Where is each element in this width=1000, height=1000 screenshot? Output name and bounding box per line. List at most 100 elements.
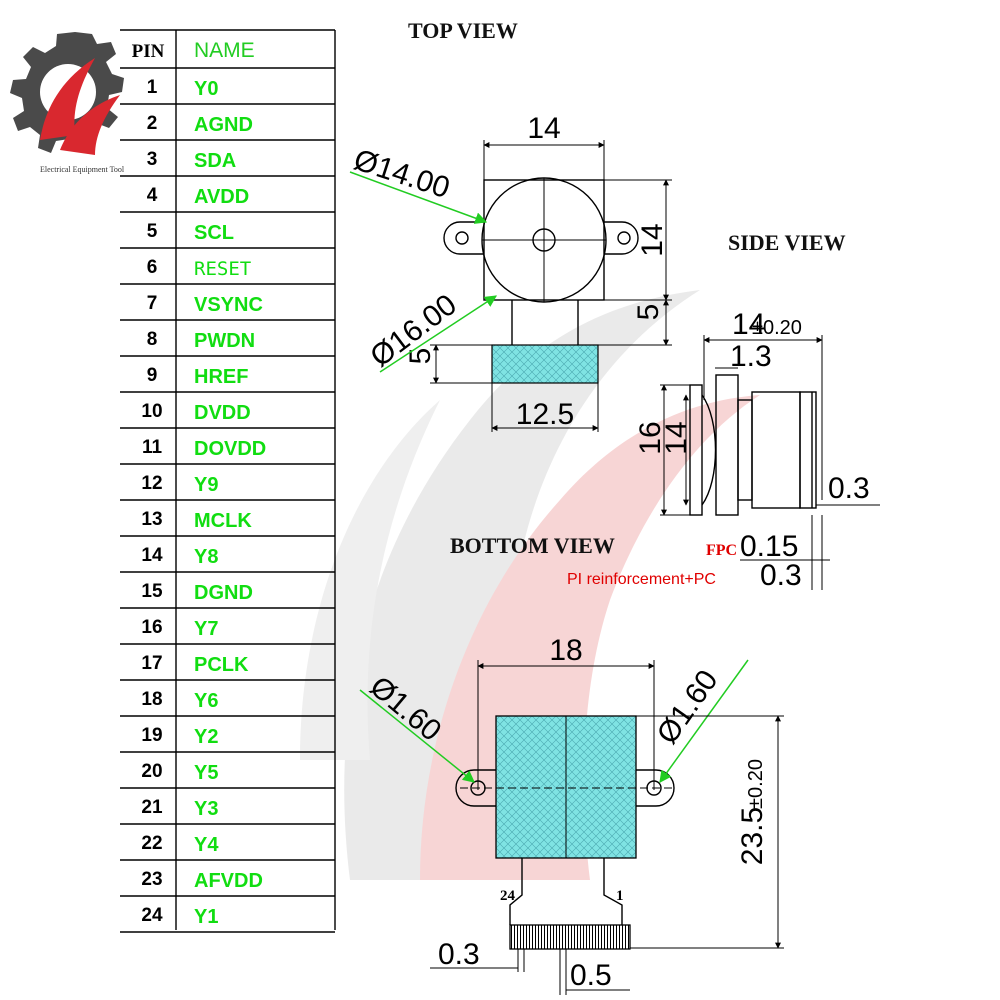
side-reinforcement-dim: 0.3 bbox=[760, 559, 802, 592]
name-column-header: NAME bbox=[194, 39, 255, 62]
pin-number: 5 bbox=[147, 221, 158, 242]
pin-number: 8 bbox=[147, 329, 158, 350]
pin-name: MCLK bbox=[194, 510, 252, 532]
pin-number: 3 bbox=[147, 149, 158, 170]
pin-name: HREF bbox=[194, 366, 248, 388]
side-outer-height-dim: 16 bbox=[634, 421, 667, 454]
top-connector bbox=[491, 344, 599, 384]
side-lens-dim: 1.3 bbox=[730, 340, 772, 373]
side-back-dim: 0.3 bbox=[828, 472, 870, 505]
side-length-dim: 14 bbox=[732, 308, 765, 341]
table-row: 11 DOVDD bbox=[142, 437, 266, 460]
pin-number: 14 bbox=[141, 545, 163, 566]
bottom-length-dim: 23.5 bbox=[736, 807, 769, 865]
pin-name: Y8 bbox=[194, 546, 218, 568]
pin-number: 1 bbox=[147, 77, 158, 98]
pin-name: PCLK bbox=[194, 654, 249, 676]
bottom-pitch-thickness: 0.3 bbox=[438, 938, 480, 971]
top-lens-diameter: Ø14.00 bbox=[350, 143, 454, 205]
pin-number: 24 bbox=[141, 905, 163, 926]
top-height-dim: 14 bbox=[636, 223, 669, 256]
logo-caption: Electrical Equipment Tool bbox=[40, 165, 125, 174]
top-width-dim: 14 bbox=[527, 112, 560, 145]
bottom-view-title: BOTTOM VIEW bbox=[450, 533, 615, 558]
table-row: 24 Y1 bbox=[141, 905, 218, 928]
table-row: 14 Y8 bbox=[141, 545, 218, 568]
pin-number: 16 bbox=[141, 617, 162, 638]
pin-name: Y2 bbox=[194, 726, 218, 748]
pin-name: Y6 bbox=[194, 690, 218, 712]
side-view: SIDE VIEW 14 ±0.20 1.3 16 14 0.3 FPC 0.1… bbox=[567, 230, 880, 592]
pin-name: Y1 bbox=[194, 906, 218, 928]
side-length-tol: ±0.20 bbox=[752, 317, 802, 339]
pin-name: AVDD bbox=[194, 186, 249, 208]
top-view: TOP VIEW 14 Ø14.00 14 5 bbox=[349, 18, 672, 432]
pin-number: 22 bbox=[141, 833, 162, 854]
logo: Electrical Equipment Tool bbox=[10, 32, 125, 174]
bottom-pitch-dim: 0.5 bbox=[570, 959, 612, 992]
table-row: 19 Y2 bbox=[141, 725, 218, 748]
pin-number: 11 bbox=[142, 437, 163, 458]
pin-name: Y7 bbox=[194, 618, 218, 640]
top-connector-height-dim: 5 bbox=[404, 348, 437, 365]
pin-name: VSYNC bbox=[194, 294, 263, 316]
table-row: 2 AGND bbox=[147, 113, 253, 136]
table-row: 16 Y7 bbox=[141, 617, 218, 640]
table-row: 7 VSYNC bbox=[147, 293, 263, 316]
pin-name: AFVDD bbox=[194, 870, 263, 892]
top-connector-width-dim: 12.5 bbox=[516, 398, 574, 431]
table-row: 17 PCLK bbox=[141, 653, 249, 676]
table-row: 1 Y0 bbox=[147, 77, 219, 100]
side-fpc-dim: 0.15 bbox=[740, 530, 798, 563]
table-row: 20 Y5 bbox=[141, 761, 218, 784]
pin-number: 21 bbox=[141, 797, 163, 818]
table-row: 4 AVDD bbox=[147, 185, 249, 208]
table-row: 18 Y6 bbox=[141, 689, 218, 712]
pin-number: 2 bbox=[147, 113, 158, 134]
side-inner-height-dim: 14 bbox=[660, 421, 693, 454]
table-row: 8 PWDN bbox=[147, 329, 255, 352]
table-row: 13 MCLK bbox=[141, 509, 252, 532]
pin-number: 17 bbox=[141, 653, 162, 674]
pin-number: 23 bbox=[141, 869, 162, 890]
table-row: 10 DVDD bbox=[141, 401, 250, 424]
pin-name: Y9 bbox=[194, 474, 218, 496]
bottom-fpc-contacts bbox=[509, 924, 631, 950]
side-view-title: SIDE VIEW bbox=[728, 230, 846, 255]
table-row: 5 SCL bbox=[147, 221, 234, 244]
pin-number: 18 bbox=[141, 689, 162, 710]
bottom-length-tol: ±0.20 bbox=[745, 759, 767, 809]
pin-name: PWDN bbox=[194, 330, 255, 352]
side-fpc-label: FPC bbox=[706, 542, 737, 559]
pin-number: 7 bbox=[147, 293, 158, 314]
pin-name: Y0 bbox=[194, 78, 218, 100]
pin-number: 4 bbox=[147, 185, 158, 206]
bottom-pin-last: 1 bbox=[616, 888, 624, 904]
pin-name: AGND bbox=[194, 114, 253, 136]
pin-number: 15 bbox=[141, 581, 163, 602]
pin-name: DVDD bbox=[194, 402, 251, 424]
pin-number: 20 bbox=[141, 761, 162, 782]
top-view-title: TOP VIEW bbox=[408, 18, 518, 43]
top-neck-dim: 5 bbox=[632, 304, 665, 321]
pin-number: 10 bbox=[141, 401, 162, 422]
side-reinforcement-label: PI reinforcement+PC bbox=[567, 571, 716, 588]
table-row: 23 AFVDD bbox=[141, 869, 262, 892]
pin-number: 19 bbox=[141, 725, 162, 746]
table-row: 3 SDA bbox=[147, 149, 237, 172]
bottom-width-dim: 18 bbox=[549, 634, 582, 667]
pin-name: DOVDD bbox=[194, 438, 266, 460]
pin-name: SDA bbox=[194, 150, 236, 172]
pin-name: Y5 bbox=[194, 762, 218, 784]
pin-name: SCL bbox=[194, 222, 234, 244]
pin-name: RESET bbox=[194, 258, 251, 280]
pin-number: 13 bbox=[141, 509, 162, 530]
